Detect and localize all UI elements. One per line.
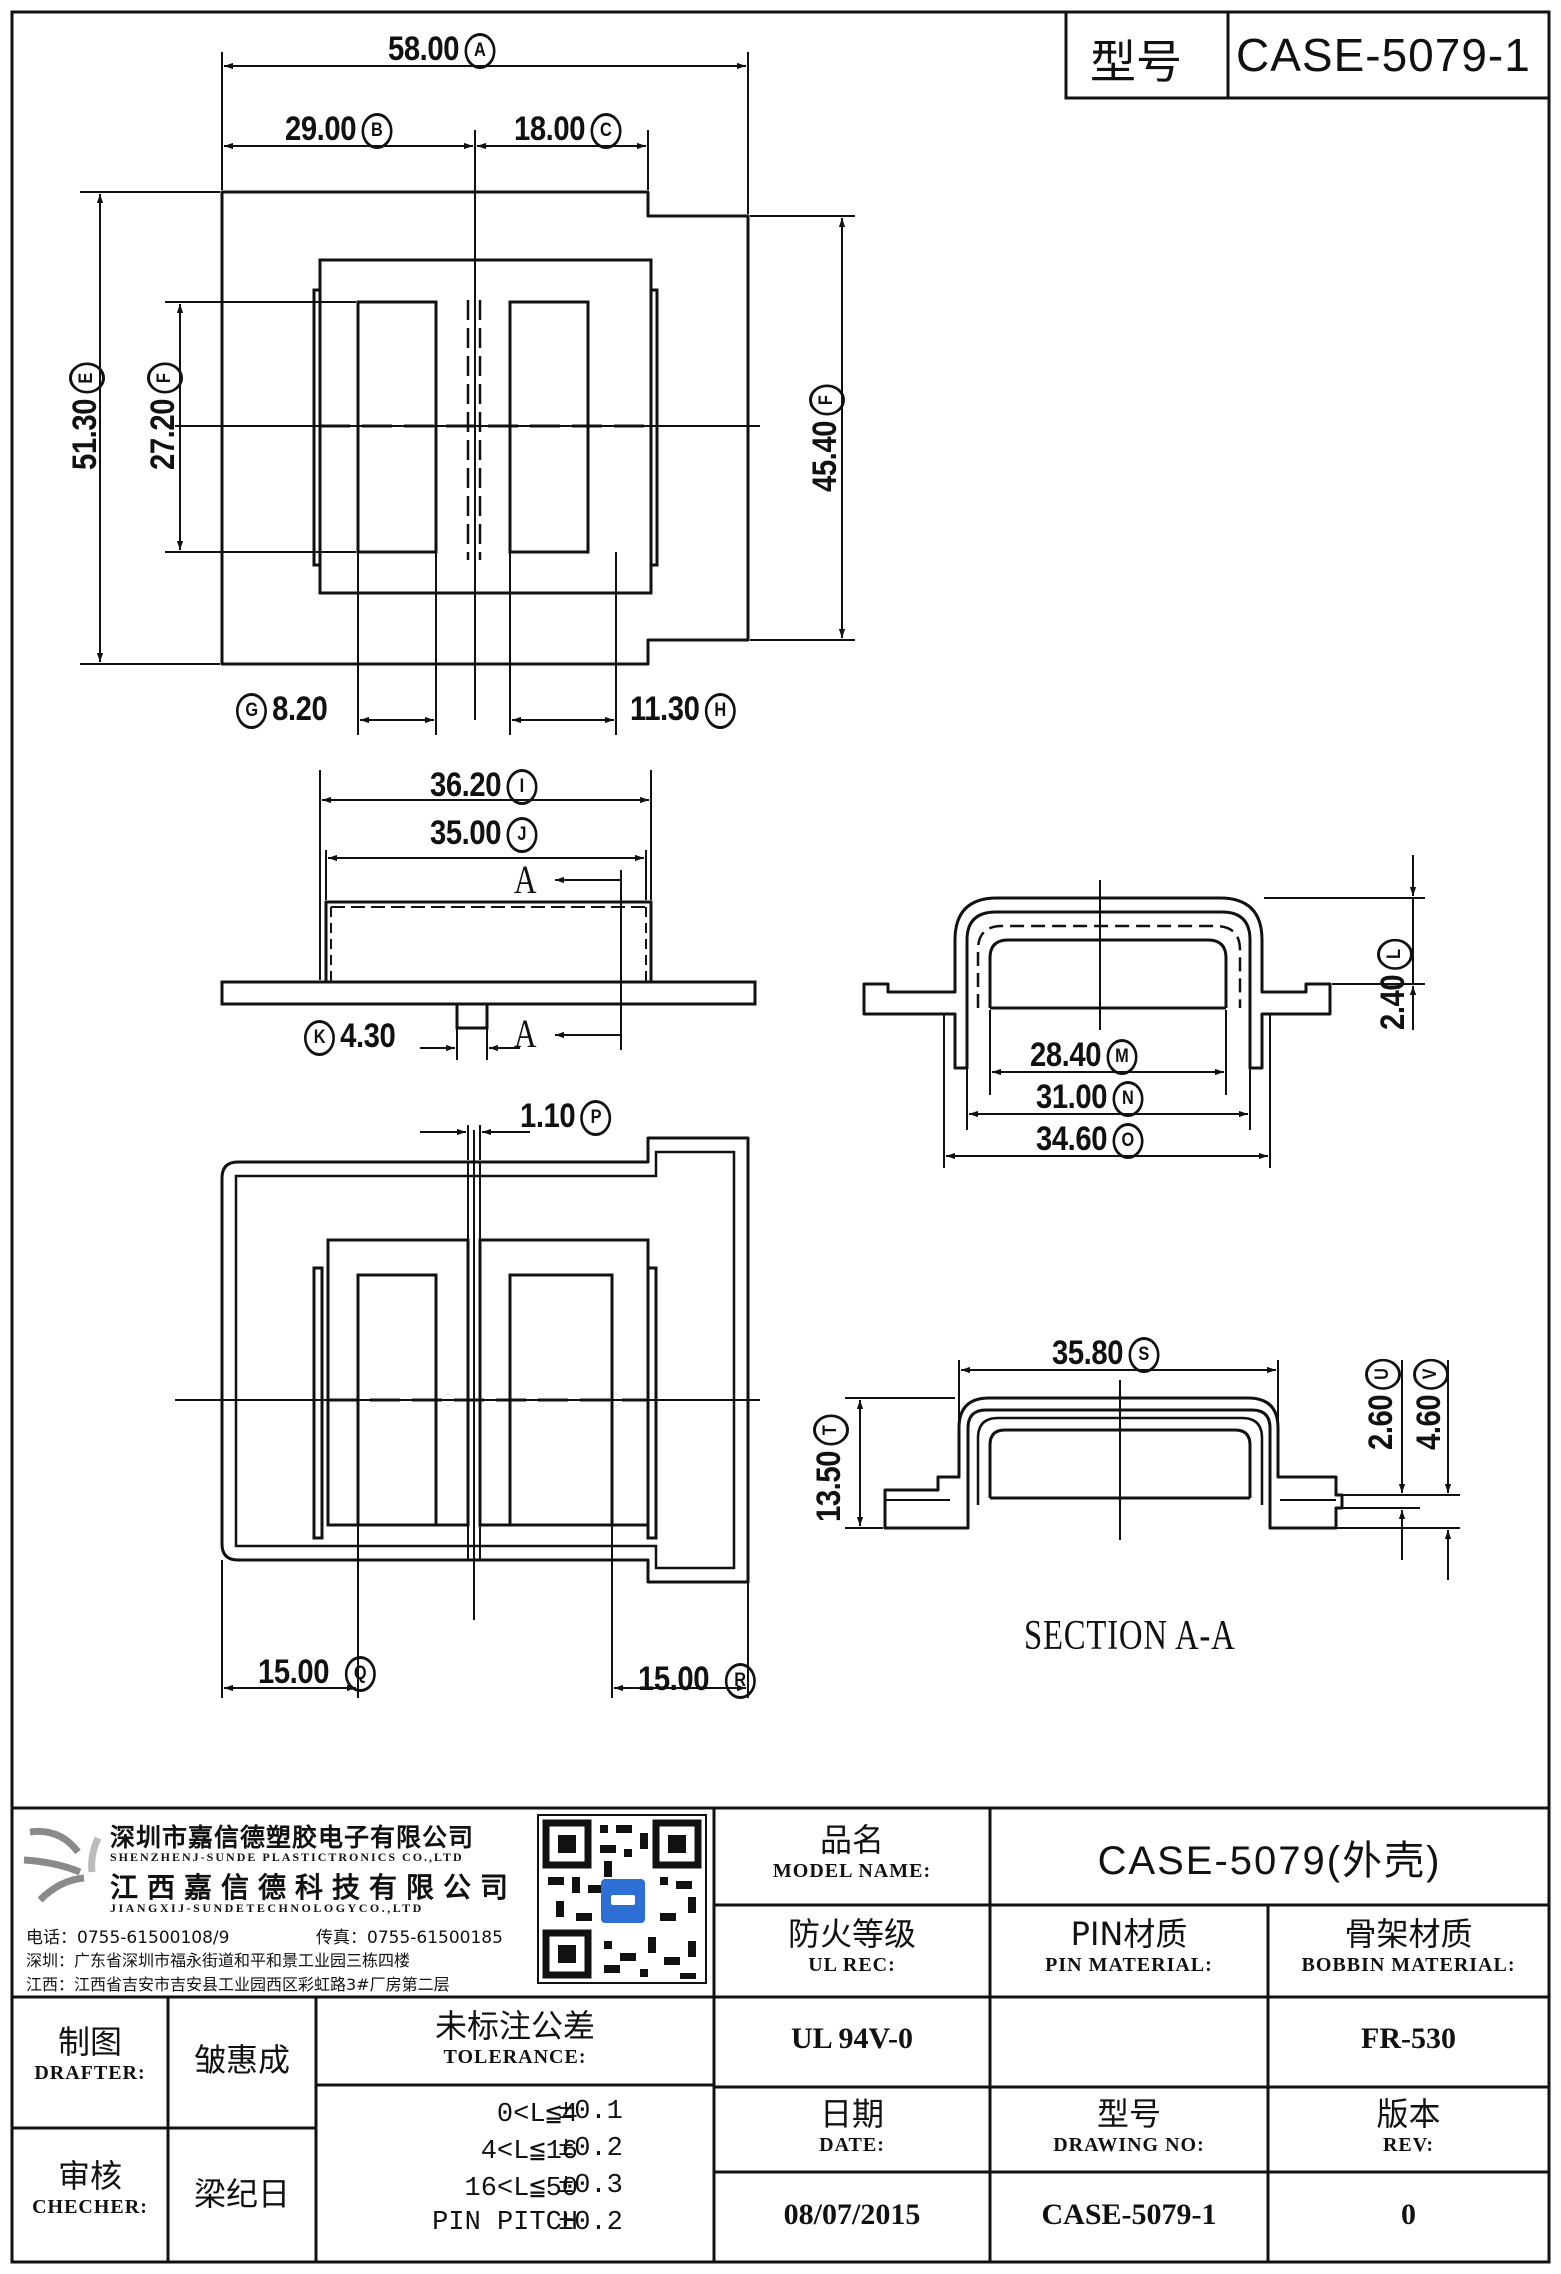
section-mark-bottom: A [514, 1011, 538, 1056]
tol-value-3: ±0.3 [558, 2171, 623, 2201]
dim-v: 4.60V [1410, 1358, 1450, 1450]
tol-range-4: PIN PITCH [432, 2208, 578, 2238]
dim-u: 2.60U [1362, 1358, 1402, 1450]
tol-value-2: ±0.2 [558, 2134, 623, 2164]
drawing-no-value: CASE-5079-1 [1041, 2198, 1217, 2231]
top-model-box [1064, 10, 1551, 100]
drafter-value: 皱惠成 [193, 2041, 290, 2079]
tol-range-1: 0<L≦4 [496, 2100, 578, 2130]
company-logo [23, 1827, 102, 1903]
bobbin-material-value: FR-530 [1361, 2022, 1456, 2055]
dim-l: 2.40L [1374, 938, 1414, 1030]
top-model-label: 型号 [1090, 35, 1182, 89]
company-address-jx: 江西：江西省吉安市吉安县工业园西区彩虹路3#厂房第二层 [26, 1975, 450, 1994]
section-mark-top: A [514, 857, 538, 902]
company-address-sz: 深圳：广东省深圳市福永街道和平和景工业园三栋四楼 [26, 1951, 411, 1970]
tol-value-1: ±0.1 [558, 2097, 623, 2127]
company-name-jx-en: JIANGXIJ-SUNDETECHNOLOGYCO.,LTD [110, 1901, 424, 1915]
side-section-view [862, 880, 1332, 1070]
section-a-a-view [883, 1380, 1344, 1540]
section-caption: SECTION A-A [1024, 1613, 1236, 1659]
company-name-sz: 深圳市嘉信德塑胶电子有限公司 [110, 1823, 475, 1852]
qr-code-icon [537, 1814, 707, 1984]
side-view-dimensions [943, 855, 1425, 1168]
tol-range-2: 4<L≦16 [480, 2137, 578, 2167]
front-view [220, 870, 757, 1050]
date-value: 08/07/2015 [783, 2198, 921, 2231]
tol-value-4: ±0.2 [558, 2208, 623, 2238]
dim-f2: 45.40F [806, 384, 846, 492]
tol-range-3: 16<L≦50 [464, 2174, 578, 2204]
top-view-dimensions [80, 52, 855, 735]
front-view-dimensions [319, 770, 652, 1060]
title-block-grid [12, 1806, 1549, 2262]
rev-value: 0 [1401, 2198, 1416, 2231]
product-name-value: CASE-5079(外壳) [1097, 1839, 1442, 1883]
bottom-view-dimensions [221, 1125, 749, 1698]
company-name-jx: 江西嘉信德科技有限公司 [110, 1871, 518, 1904]
dim-f: 27.20F [144, 362, 184, 470]
bottom-view [175, 1130, 760, 1620]
section-a-a-dimensions [845, 1360, 1460, 1580]
top-model-value: CASE-5079-1 [1236, 29, 1531, 81]
checker-value: 梁纪日 [193, 2175, 290, 2213]
top-view [175, 130, 760, 720]
dim-t: 13.50T [810, 1414, 850, 1522]
dim-e: 51.30E [66, 362, 106, 470]
company-phone: 电话：0755-61500108/9 [26, 1928, 230, 1948]
sheet-border [10, 10, 1551, 2264]
company-fax: 传真：0755-61500185 [316, 1928, 503, 1948]
ul-rec-value: UL 94V-0 [791, 2022, 913, 2055]
company-name-sz-en: SHENZHENJ-SUNDE PLASTICTRONICS CO.,LTD [110, 1850, 464, 1864]
